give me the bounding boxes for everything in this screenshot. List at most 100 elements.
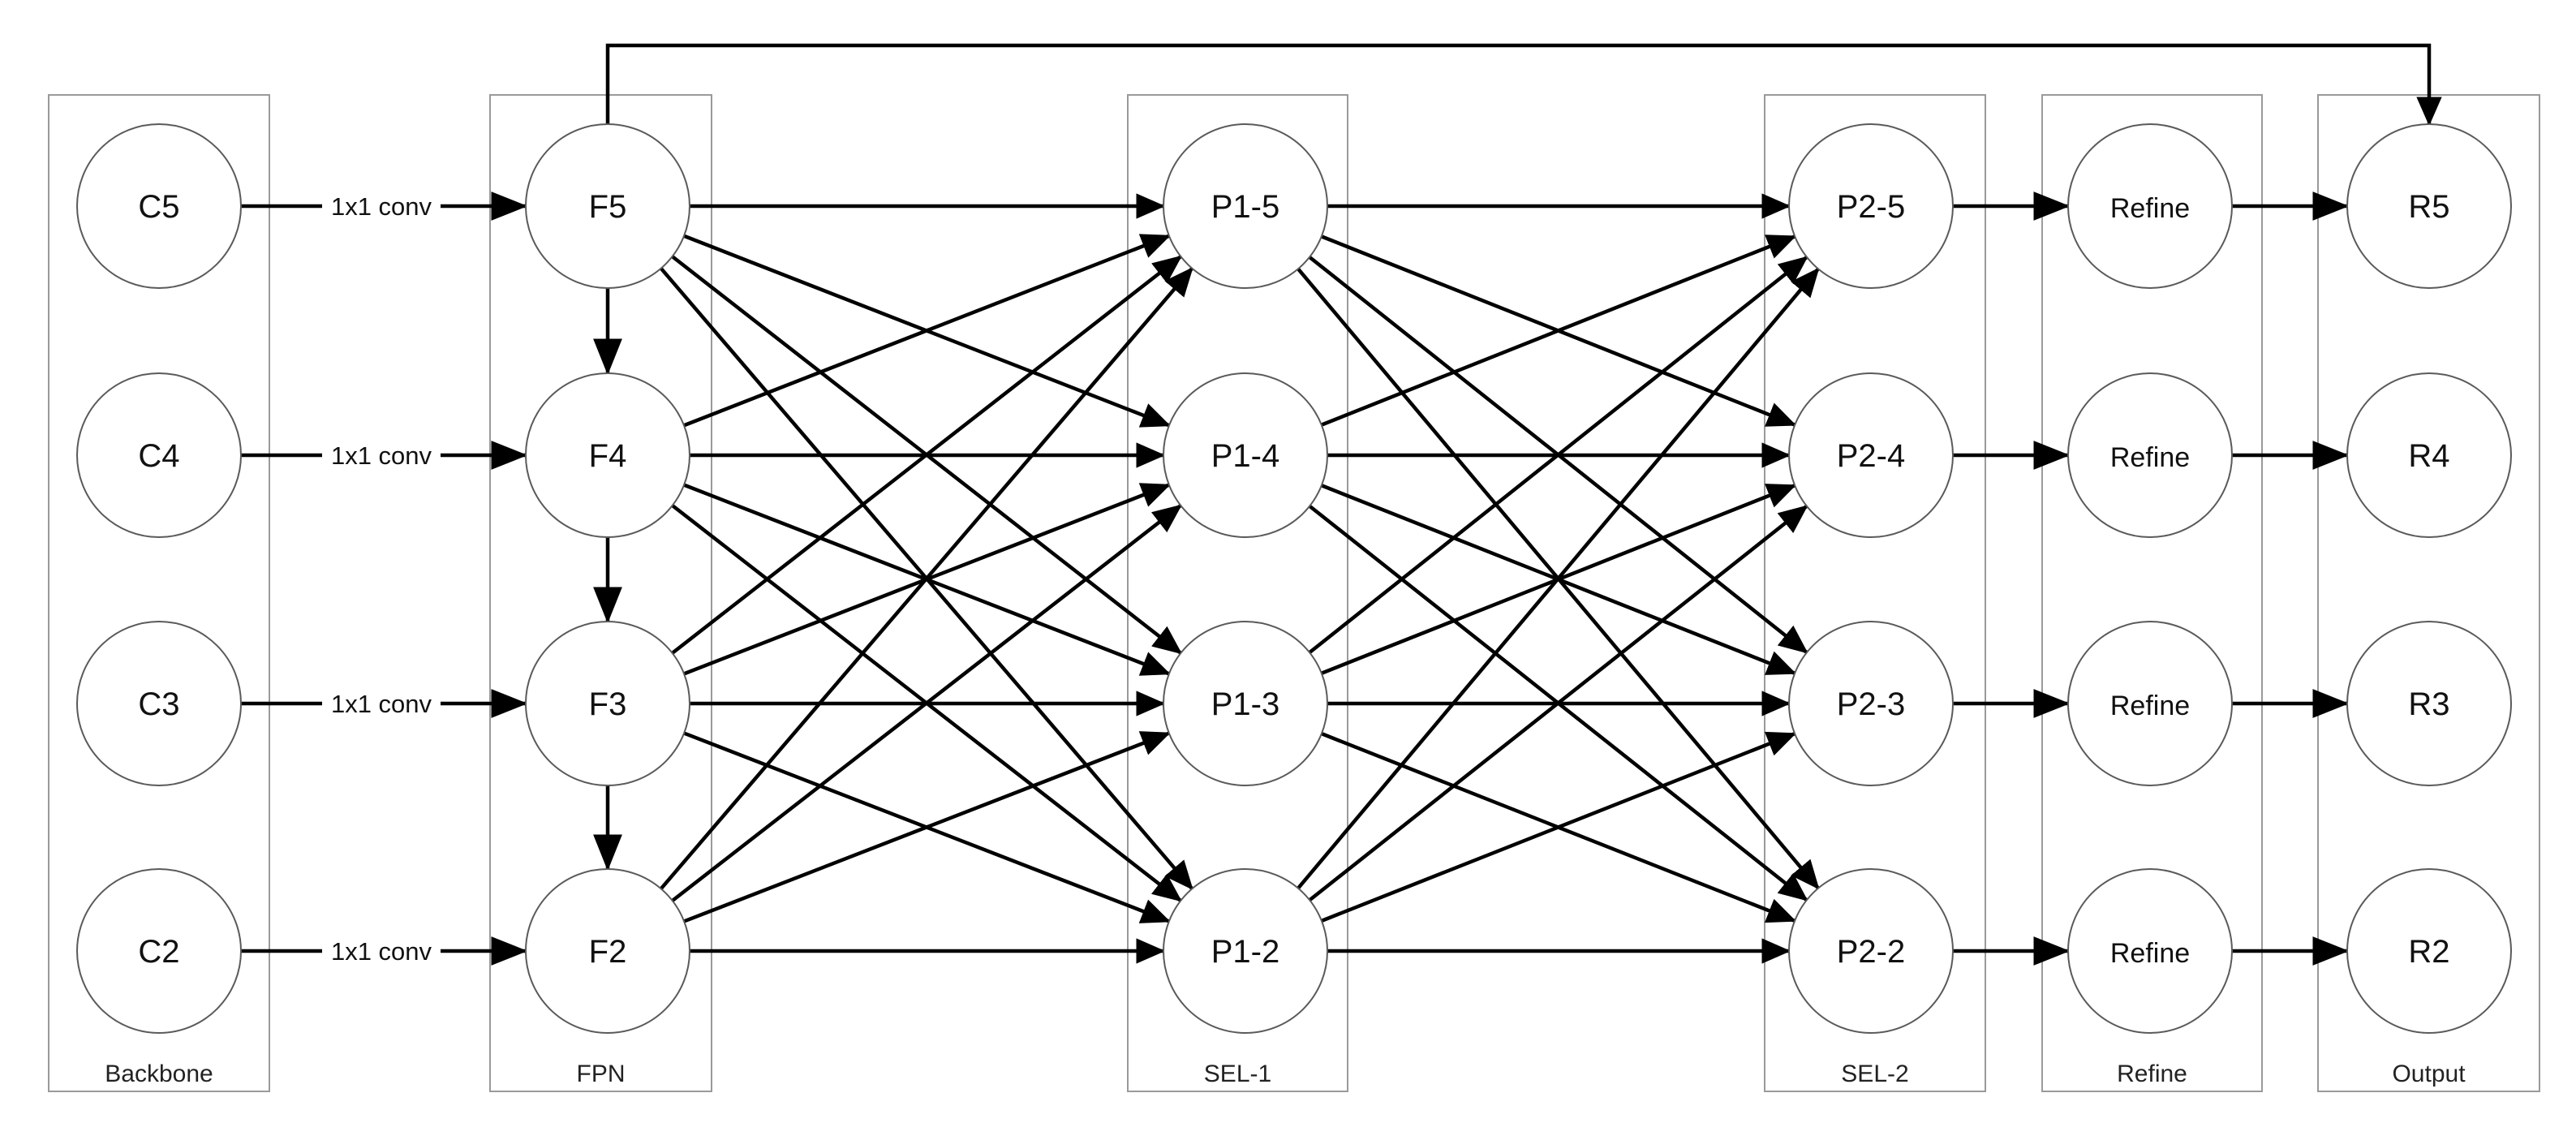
- node-fpn-2: F3: [525, 621, 690, 786]
- edge-P1-4-P2-5: [1321, 235, 1797, 427]
- node-label: Refine: [2110, 193, 2190, 224]
- node-fpn-1: F4: [525, 372, 690, 538]
- node-refine-0: Refine: [2067, 123, 2233, 289]
- node-circle: [2346, 372, 2512, 538]
- edge-F2-P1-4: [671, 504, 1183, 902]
- node-sel1-3: P1-2: [1163, 868, 1328, 1034]
- node-label: R5: [2408, 189, 2449, 225]
- node-label: P1-5: [1211, 189, 1280, 225]
- node-refine-1: Refine: [2067, 372, 2233, 538]
- edge-P1-2-P2-5: [1297, 267, 1820, 890]
- node-backbone-2: C3: [76, 621, 242, 786]
- node-label: C5: [138, 189, 179, 225]
- node-label: P1-2: [1211, 934, 1280, 970]
- panel-label-sel2: SEL-2: [1841, 1061, 1908, 1087]
- panel-label-sel1: SEL-1: [1204, 1061, 1271, 1087]
- node-circle: [76, 621, 242, 786]
- node-output-1: R4: [2346, 372, 2512, 538]
- node-label: F4: [589, 438, 627, 474]
- conv-label: 1x1 conv: [331, 441, 432, 470]
- node-label: C3: [138, 686, 179, 722]
- edge-label-bg: [322, 935, 441, 967]
- node-label: Refine: [2110, 691, 2190, 721]
- node-refine-3: Refine: [2067, 868, 2233, 1034]
- node-circle: [1163, 868, 1328, 1034]
- node-sel2-3: P2-2: [1788, 868, 1954, 1034]
- edge-F3-P1-5: [671, 255, 1183, 655]
- edges-layer: [241, 43, 2442, 966]
- node-output-0: R5: [2346, 123, 2512, 289]
- node-label: F2: [589, 934, 627, 970]
- node-label: Refine: [2110, 938, 2190, 969]
- node-label: C2: [138, 934, 179, 970]
- panel-label-backbone: Backbone: [105, 1061, 213, 1087]
- edge-P1-2-P2-4: [1308, 504, 1808, 902]
- node-circle: [1163, 372, 1328, 538]
- edge-P1-2-P2-3: [1321, 731, 1797, 923]
- node-label: Refine: [2110, 442, 2190, 473]
- conv-label: 1x1 conv: [331, 690, 432, 718]
- node-fpn-3: F2: [525, 868, 690, 1034]
- node-sel2-0: P2-5: [1788, 123, 1954, 289]
- panel-label-fpn: FPN: [577, 1061, 626, 1087]
- node-circle: [2067, 372, 2233, 538]
- node-circle: [525, 372, 690, 538]
- node-circle: [1163, 621, 1328, 786]
- node-circle: [2067, 123, 2233, 289]
- node-label: P2-4: [1837, 438, 1906, 474]
- node-circle: [525, 621, 690, 786]
- node-circle: [76, 868, 242, 1034]
- edge-skip-F5-R5: [605, 43, 2442, 127]
- node-label: P2-5: [1837, 189, 1906, 225]
- edge-F2-P1-3: [683, 731, 1171, 923]
- node-label: R4: [2408, 438, 2449, 474]
- node-circle: [2067, 621, 2233, 786]
- node-label: P2-3: [1837, 686, 1906, 722]
- node-circle: [2346, 123, 2512, 289]
- node-circle: [76, 123, 242, 289]
- node-label: R3: [2408, 686, 2449, 722]
- node-circle: [2346, 621, 2512, 786]
- node-label: F5: [589, 189, 627, 225]
- node-circle: [2067, 868, 2233, 1034]
- edge-F4-P1-5: [683, 234, 1172, 428]
- node-label: P1-3: [1211, 686, 1280, 722]
- node-output-3: R2: [2346, 868, 2512, 1034]
- edge-P1-3-P2-5: [1308, 256, 1808, 654]
- node-circle: [1788, 621, 1954, 786]
- node-circle: [525, 868, 690, 1034]
- edge-F2-P1-5: [659, 267, 1194, 890]
- node-fpn-0: F5: [525, 123, 690, 289]
- node-output-2: R3: [2346, 621, 2512, 786]
- node-circle: [76, 372, 242, 538]
- node-label: F3: [589, 686, 627, 722]
- conv-label: 1x1 conv: [331, 937, 432, 966]
- node-sel1-2: P1-3: [1163, 621, 1328, 786]
- node-backbone-0: C5: [76, 123, 242, 289]
- node-circle: [1788, 123, 1954, 289]
- edge-label-bg: [322, 439, 441, 471]
- node-backbone-3: C2: [76, 868, 242, 1034]
- node-circle: [1788, 868, 1954, 1034]
- node-sel2-1: P2-4: [1788, 372, 1954, 538]
- node-sel2-2: P2-3: [1788, 621, 1954, 786]
- conv-label: 1x1 conv: [331, 192, 432, 221]
- panel-label-refine: Refine: [2117, 1061, 2187, 1087]
- panel-label-output: Output: [2392, 1061, 2466, 1087]
- node-sel1-1: P1-4: [1163, 372, 1328, 538]
- node-label: P2-2: [1837, 934, 1906, 970]
- edge-label-bg: [322, 190, 441, 222]
- node-sel1-0: P1-5: [1163, 123, 1328, 289]
- edge-label-bg: [322, 687, 441, 720]
- node-backbone-1: C4: [76, 372, 242, 538]
- node-circle: [525, 123, 690, 289]
- node-label: C4: [138, 438, 179, 474]
- node-circle: [1788, 372, 1954, 538]
- node-refine-2: Refine: [2067, 621, 2233, 786]
- node-label: P1-4: [1211, 438, 1280, 474]
- node-label: R2: [2408, 934, 2449, 970]
- node-circle: [1163, 123, 1328, 289]
